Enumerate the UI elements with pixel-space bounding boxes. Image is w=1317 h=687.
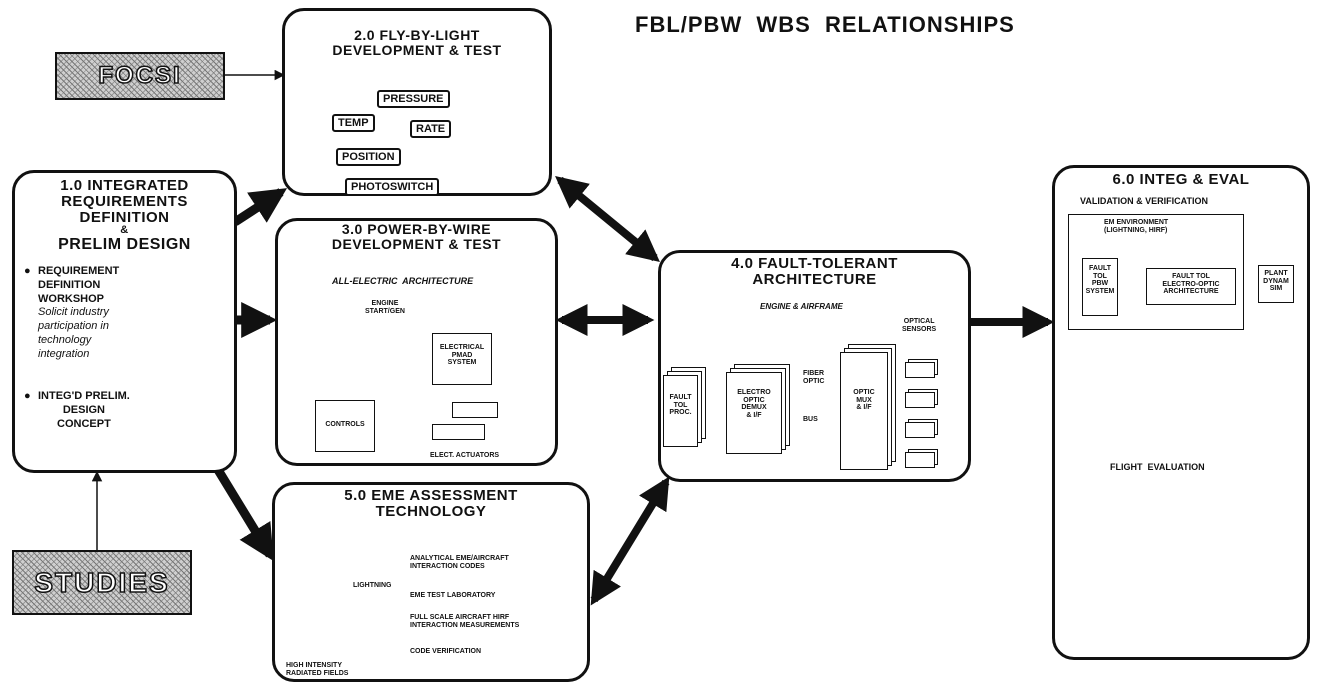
bullet-icon: ●	[24, 390, 31, 402]
bullet-icon: ●	[24, 265, 31, 277]
box4-subtitle: ENGINE & AIRFRAME	[760, 302, 843, 311]
sensor-position: POSITION	[336, 148, 401, 166]
controls-box: CONTROLS	[315, 400, 375, 452]
focsi-box: FOCSI	[55, 52, 225, 100]
box6-vv: VALIDATION & VERIFICATION	[1080, 196, 1208, 206]
box4-title: 4.0 FAULT-TOLERANT ARCHITECTURE	[731, 255, 898, 288]
optical-sensor-2	[905, 392, 935, 408]
bus-label: BUS	[803, 416, 818, 423]
lightning-label: LIGHTNING	[353, 582, 392, 589]
actuator-box-2	[432, 424, 485, 440]
sensor-photoswitch: PHOTOSWITCH	[345, 178, 440, 196]
box5-title: 5.0 EME ASSESSMENT TECHNOLOGY	[344, 487, 518, 520]
box-requirements-definition	[12, 170, 237, 473]
eme-item-4: CODE VERIFICATION	[410, 648, 482, 655]
box3-title: 3.0 POWER-BY-WIRE DEVELOPMENT & TEST	[331, 221, 502, 252]
actuators-label: ELECT. ACTUATORS	[430, 452, 500, 459]
optical-sensor-3	[905, 422, 935, 438]
box3-subtitle: ALL-ELECTRIC ARCHITECTURE	[332, 276, 474, 286]
arrow-eme-to-fta	[590, 476, 670, 606]
box1-bullet-1: ● REQUIREMENT DEFINITION WORKSHOP Solici…	[24, 265, 120, 360]
sensor-rate: RATE	[410, 120, 452, 138]
sensor-pressure: PRESSURE	[377, 90, 450, 108]
arrow-reqs-to-fbl	[232, 188, 288, 226]
box1-bullet-2: ● INTEG'D PRELIM. DESIGN CONCEPT	[24, 390, 130, 430]
actuator-box-1	[452, 402, 498, 418]
box2-title: 2.0 FLY-BY-LIGHT DEVELOPMENT & TEST	[332, 27, 502, 58]
box-eme-assessment	[272, 482, 590, 682]
eme-item-2: EME TEST LABORATORY	[410, 592, 496, 599]
flight-evaluation-label: FLIGHT EVALUATION	[1110, 462, 1205, 472]
box6-title: 6.0 INTEG & EVAL	[1112, 171, 1250, 188]
studies-box: STUDIES	[12, 550, 192, 615]
optical-sensor-4	[905, 452, 935, 468]
box1-title: 1.0 INTEGRATED REQUIREMENTS DEFINITION &…	[58, 177, 191, 253]
sensor-temp: TEMP	[332, 114, 375, 132]
optical-sensor-1	[905, 362, 935, 378]
diagram-title: FBL/PBW WBS RELATIONSHIPS	[635, 12, 1015, 37]
arrow-reqs-to-eme	[208, 457, 274, 562]
arrow-fbl-to-fta	[555, 175, 660, 263]
